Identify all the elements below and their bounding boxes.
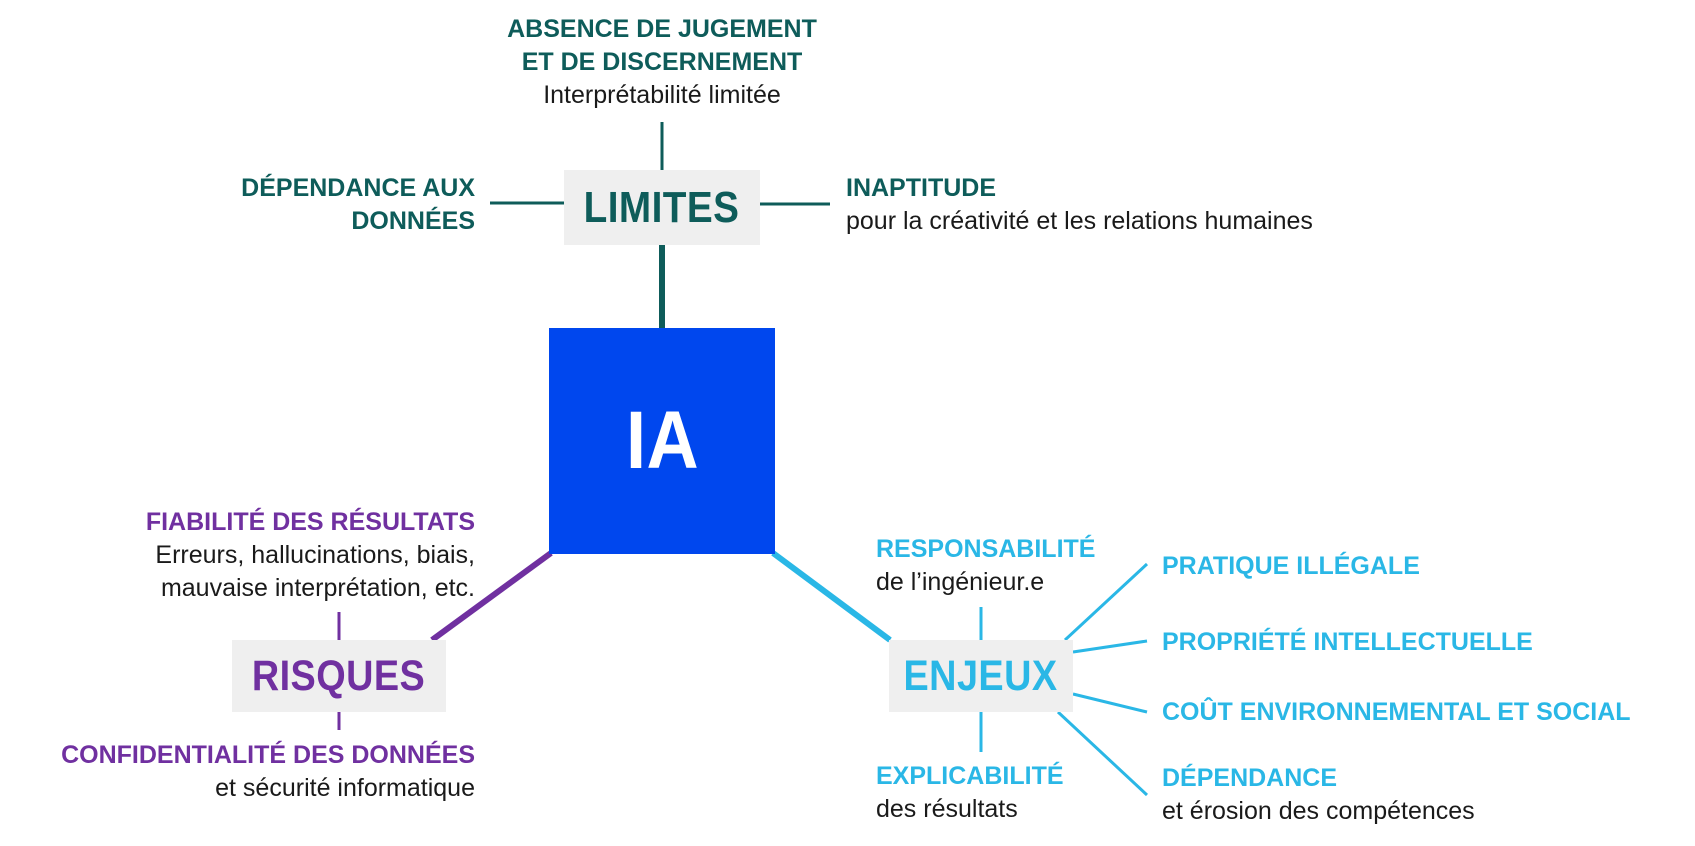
limites-item-jugement: ABSENCE DE JUGEMENT ET DE DISCERNEMENT I… [462, 13, 862, 112]
enjeux-item-explicabilite-title: EXPLICABILITÉ [876, 762, 1064, 790]
enjeux-node-label: ENJEUX [903, 651, 1059, 700]
enjeux-item-explicabilite: EXPLICABILITÉ des résultats [876, 760, 1176, 826]
enjeux-item-cout: COÛT ENVIRONNEMENTAL ET SOCIAL [1162, 696, 1692, 729]
risques-node: RISQUES [232, 640, 446, 712]
risques-item-confidentialite-desc: et sécurité informatique [215, 774, 475, 802]
enjeux-item-propriete-title: PROPRIÉTÉ INTELLECTUELLE [1162, 628, 1533, 656]
enjeux-item-pratique-illegale-title: PRATIQUE ILLÉGALE [1162, 552, 1420, 580]
risques-item-fiabilite-desc-1: Erreurs, hallucinations, biais, [155, 541, 475, 569]
limites-item-jugement-title-1: ABSENCE DE JUGEMENT [507, 15, 817, 43]
limites-item-donnees-title-1: DÉPENDANCE AUX [241, 174, 475, 202]
enjeux-node: ENJEUX [889, 640, 1073, 712]
enjeux-item-dependance-desc: et érosion des compétences [1162, 797, 1475, 825]
connector-enjeux-dependance [1056, 710, 1149, 797]
risques-item-fiabilite: FIABILITÉ DES RÉSULTATS Erreurs, halluci… [60, 506, 475, 605]
connector-enjeux-illegale [1063, 562, 1149, 642]
limites-item-inaptitude-title: INAPTITUDE [846, 174, 996, 202]
enjeux-item-responsabilite-desc: de l’ingénieur.e [876, 568, 1045, 596]
enjeux-item-propriete: PROPRIÉTÉ INTELLECTUELLE [1162, 626, 1682, 659]
risques-item-fiabilite-title: FIABILITÉ DES RÉSULTATS [145, 508, 475, 536]
risques-node-label: RISQUES [252, 651, 426, 700]
enjeux-item-explicabilite-desc: des résultats [876, 795, 1018, 823]
limites-node: LIMITES [564, 170, 760, 245]
limites-item-inaptitude-desc: pour la créativité et les relations huma… [846, 207, 1313, 235]
limites-item-donnees: DÉPENDANCE AUX DONNÉES [160, 172, 475, 238]
enjeux-item-dependance-title: DÉPENDANCE [1162, 764, 1338, 792]
limites-item-jugement-title-2: ET DE DISCERNEMENT [521, 48, 803, 76]
connector-risques-center [430, 550, 553, 643]
risques-item-confidentialite-title: CONFIDENTIALITÉ DES DONNÉES [61, 741, 475, 769]
limites-node-label: LIMITES [584, 182, 740, 232]
enjeux-item-dependance: DÉPENDANCE et érosion des compétences [1162, 762, 1682, 828]
connector-enjeux-propriete [1072, 639, 1148, 654]
enjeux-item-pratique-illegale: PRATIQUE ILLÉGALE [1162, 550, 1682, 583]
enjeux-item-cout-title: COÛT ENVIRONNEMENTAL ET SOCIAL [1162, 698, 1631, 726]
center-ia-label: IA [625, 395, 699, 486]
limites-item-jugement-desc: Interprétabilité limitée [543, 81, 781, 109]
connector-enjeux-cout [1072, 692, 1148, 714]
risques-item-fiabilite-desc-2: mauvaise interprétation, etc. [160, 574, 475, 602]
limites-item-inaptitude: INAPTITUDE pour la créativité et les rel… [846, 172, 1406, 238]
enjeux-item-responsabilite: RESPONSABILITÉ de l’ingénieur.e [876, 533, 1176, 599]
limites-item-donnees-title-2: DONNÉES [351, 207, 475, 235]
enjeux-item-responsabilite-title: RESPONSABILITÉ [876, 535, 1096, 563]
connector-enjeux-center [771, 550, 892, 643]
risques-item-confidentialite: CONFIDENTIALITÉ DES DONNÉES et sécurité … [0, 739, 475, 805]
center-ia-box: IA [549, 328, 775, 554]
